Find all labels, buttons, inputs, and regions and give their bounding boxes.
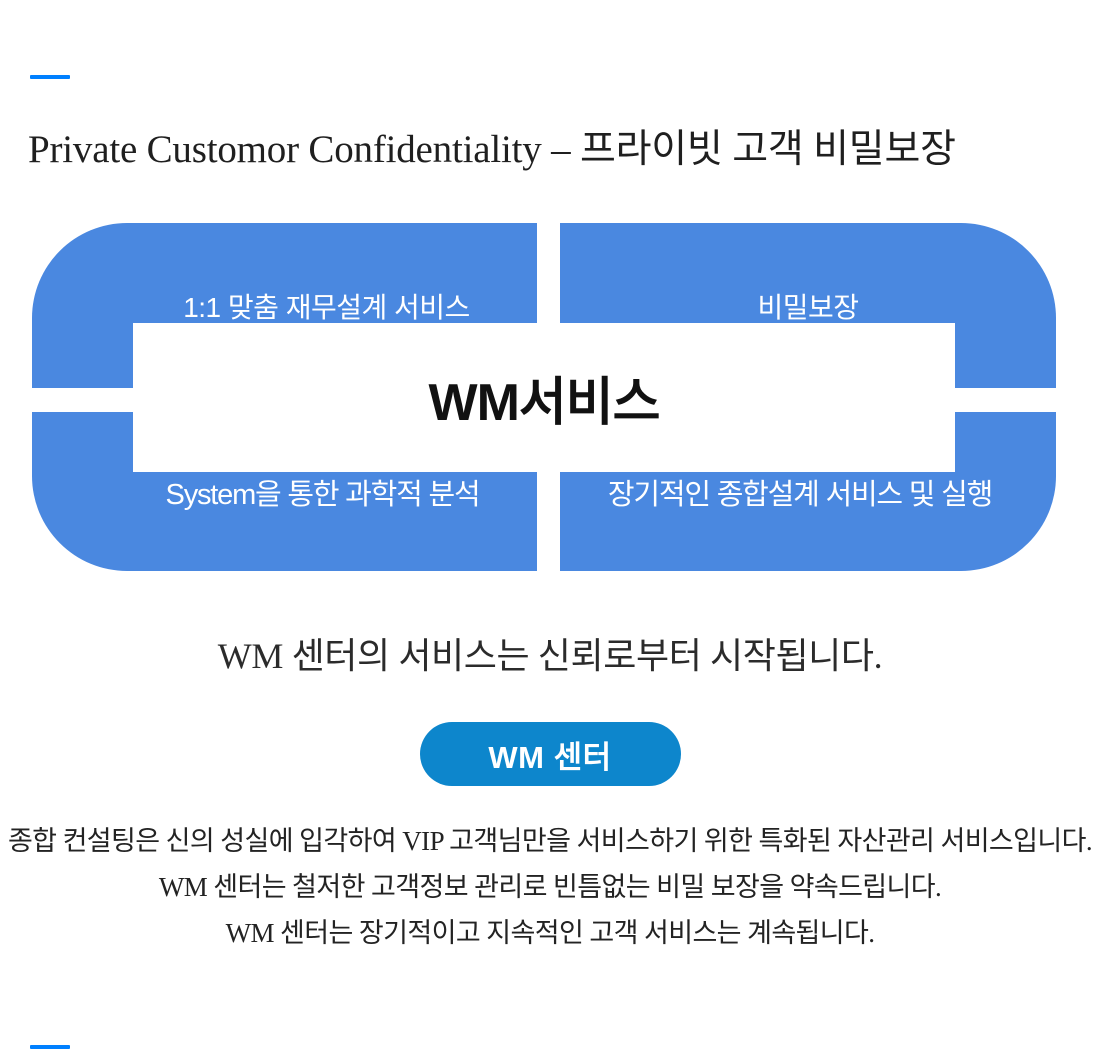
body-copy: 종합 컨설팅은 신의 성실에 입각하여 VIP 고객님만을 서비스하기 위한 특… [0, 818, 1100, 956]
body-copy-line-1: 종합 컨설팅은 신의 성실에 입각하여 VIP 고객님만을 서비스하기 위한 특… [7, 826, 1093, 856]
wm-center-button[interactable]: WM 센터 [419, 722, 681, 786]
diagram-quadrant-bottom-right-label: 장기적인 종합설계 서비스 및 실행 [607, 478, 993, 511]
page-title: Private Customor Confidentiality – 프라이빗 … [28, 128, 956, 172]
diagram-quadrant-top-right-label: 비밀보장 [757, 291, 859, 323]
tagline: WM 센터의 서비스는 신뢰로부터 시작됩니다. [217, 636, 883, 676]
bottom-accent-dash [30, 1045, 70, 1049]
diagram-quadrant-top-left-label: 1:1 맞춤 재무설계 서비스 [183, 291, 470, 323]
diagram-center-plate: WM서비스 [133, 323, 955, 472]
body-copy-line-3: WM 센터는 장기적이고 지속적인 고객 서비스는 계속됩니다. [225, 918, 875, 948]
cta-container: WM 센터 [0, 722, 1100, 786]
diagram-center-label: WM서비스 [428, 374, 661, 432]
body-copy-line-2: WM 센터는 철저한 고객정보 관리로 빈틈없는 비밀 보장을 약속드립니다. [158, 872, 942, 902]
top-accent-dash [30, 75, 70, 79]
wm-service-diagram: 1:1 맞춤 재무설계 서비스 비밀보장 System을 통한 과학적 분석 장… [32, 223, 1056, 571]
diagram-quadrant-bottom-left-label: System을 통한 과학적 분석 [165, 478, 481, 511]
